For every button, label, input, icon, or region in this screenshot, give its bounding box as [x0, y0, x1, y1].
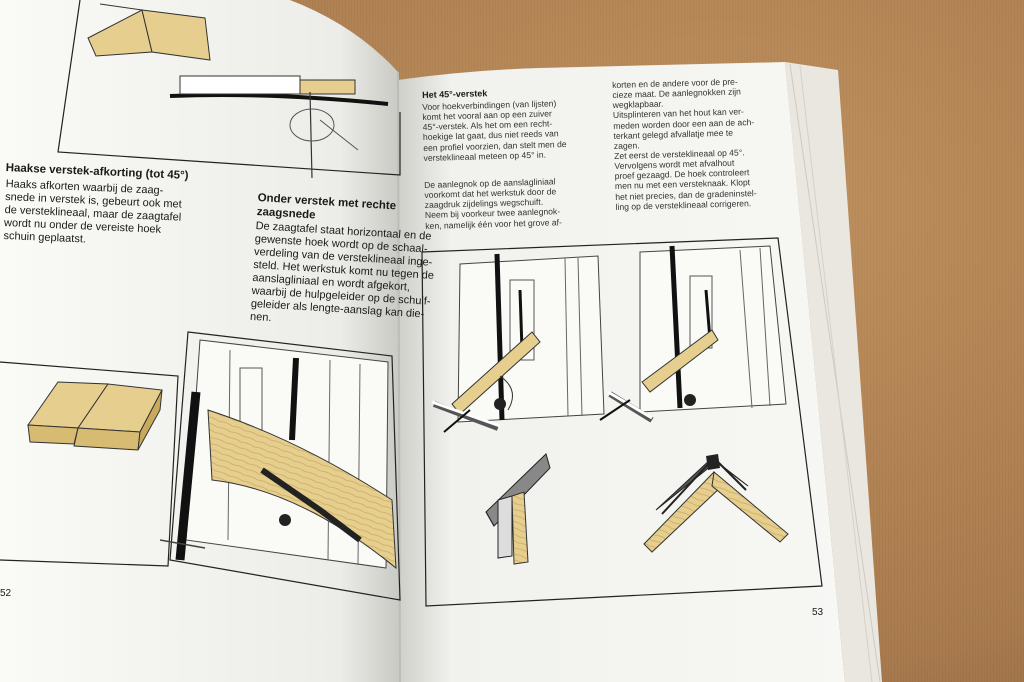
saw-table-diagram	[159, 331, 401, 601]
right-page-diagrams	[421, 237, 823, 607]
page-number-right: 53	[812, 607, 824, 618]
miter-joint-diagram	[643, 454, 789, 553]
saw-table-diagram-2	[599, 245, 787, 423]
saw-table-diagram-1	[431, 253, 605, 433]
bottom-left-diagram	[0, 361, 179, 567]
page-number-left: 52	[0, 588, 12, 599]
paragraph-haakse-verstek: Haaks afkorten waarbij de zaag- snede in…	[3, 178, 182, 250]
section-heading-45-verstek: Het 45°-verstek	[422, 88, 488, 100]
top-left-diagram	[57, 0, 401, 179]
paragraph-onder-verstek: De zaagtafel staat horizontaal en de gew…	[250, 220, 437, 335]
paragraph-45-verstek: Voor hoekverbindingen (van lijsten) komt…	[422, 98, 567, 163]
paragraph-aanlegnok: De aanlegnok op de aanslagliniaal voorko…	[424, 176, 562, 230]
paragraph-column-2: korten en de andere voor de pre- cieze m…	[612, 76, 757, 212]
miter-square-diagram	[485, 453, 551, 565]
